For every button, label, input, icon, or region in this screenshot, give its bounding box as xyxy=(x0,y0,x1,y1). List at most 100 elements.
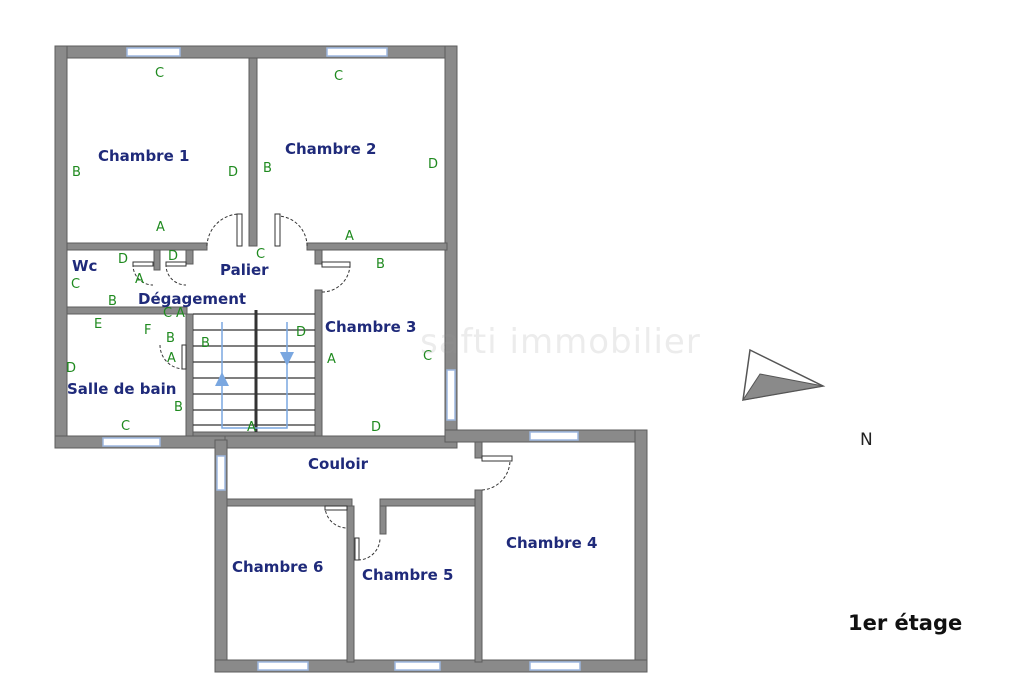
door-leaf xyxy=(181,344,187,370)
room-label-salle-de-bain: Salle de bain xyxy=(67,380,176,398)
doors xyxy=(132,213,511,561)
wall-lower-right xyxy=(634,429,648,673)
wall-below-ch1 xyxy=(66,242,208,251)
window-ch3 xyxy=(446,369,456,421)
wall-letter: A xyxy=(167,351,176,366)
door-swing-icon xyxy=(132,263,154,286)
window-ch2 xyxy=(326,47,388,57)
wall-letter: A xyxy=(327,352,336,367)
door-leaf xyxy=(274,213,281,247)
door-swing-icon xyxy=(357,537,381,561)
wall-letter: C xyxy=(334,69,343,84)
wall-letter: E xyxy=(94,317,102,332)
wall-letter: A xyxy=(345,229,354,244)
wall-wc-right xyxy=(153,249,161,271)
door-swing-icon xyxy=(481,459,511,491)
wall-letter: A xyxy=(156,220,165,235)
wall-letter: B xyxy=(72,165,81,180)
door-leaves xyxy=(132,213,513,561)
floor-label: 1er étage xyxy=(848,611,963,635)
door-swing-icon xyxy=(324,505,348,529)
wall-letter: C xyxy=(121,419,130,434)
wall-letter: A xyxy=(135,272,144,287)
stair-arrows xyxy=(221,322,288,429)
stair-arrow-up-icon xyxy=(215,372,229,386)
door-leaf xyxy=(354,537,360,561)
wall-lower-top-mid xyxy=(224,435,458,449)
window-ch4-bottom xyxy=(529,661,581,671)
wall-letter: B xyxy=(166,331,175,346)
wall-letter: D xyxy=(371,420,381,435)
door-leaf xyxy=(321,261,351,268)
wall-letter: B xyxy=(263,161,272,176)
door-leaf xyxy=(236,213,243,247)
wall-wc-bottom xyxy=(66,306,188,315)
wall-ch3-left xyxy=(314,289,323,437)
wall-letter: C xyxy=(155,66,164,81)
wall-letter: D xyxy=(428,157,438,172)
wall-ch4-left xyxy=(474,489,483,663)
wall-ch5-door-stub xyxy=(379,505,387,535)
wall-couloir-bottom-b xyxy=(379,498,478,507)
door-swing-icon xyxy=(206,213,241,247)
wall-letter: C xyxy=(163,306,172,321)
door-leaf xyxy=(132,261,154,267)
room-label-palier: Palier xyxy=(220,261,269,279)
wall-letter: B xyxy=(174,400,183,415)
wall-letters: C C B D B D A A C D D B C A B C A E F B … xyxy=(66,66,438,435)
wall-letter: A xyxy=(247,420,256,435)
door-swing-icon xyxy=(276,215,308,247)
wall-ch6-ch5 xyxy=(346,505,355,663)
room-labels: Chambre 1 Chambre 2 Palier Wc Dégagement… xyxy=(67,140,597,584)
room-label-chambre-5: Chambre 5 xyxy=(362,566,453,584)
room-label-chambre-2: Chambre 2 xyxy=(285,140,376,158)
wall-letter: D xyxy=(296,325,306,340)
window-sdb xyxy=(102,437,161,447)
window-ch4 xyxy=(529,431,579,441)
watermark: safti immobilier xyxy=(420,322,701,362)
wall-letter: D xyxy=(228,165,238,180)
room-label-chambre-4: Chambre 4 xyxy=(506,534,597,552)
staircase xyxy=(193,310,315,432)
wall-palier-left-stub xyxy=(185,249,194,265)
wall-outer-top xyxy=(54,45,458,59)
room-label-chambre-1: Chambre 1 xyxy=(98,147,189,165)
window-couloir xyxy=(216,455,226,491)
wall-palier-right-stub xyxy=(314,249,323,265)
window-ch6 xyxy=(257,661,309,671)
room-label-chambre-6: Chambre 6 xyxy=(232,558,323,576)
wall-letter: C xyxy=(71,277,80,292)
door-swing-icon xyxy=(165,263,187,286)
door-swing-icon xyxy=(321,263,351,293)
wall-outer-left xyxy=(54,45,68,449)
door-leaf xyxy=(481,455,513,462)
door-leaf xyxy=(324,505,348,511)
window-ch1 xyxy=(126,47,181,57)
door-leaf xyxy=(165,261,187,267)
wall-letter: D xyxy=(66,361,76,376)
north-label: N xyxy=(860,430,873,450)
window-ch5 xyxy=(394,661,441,671)
room-label-degagement: Dégagement xyxy=(138,290,246,308)
wall-letter: B xyxy=(376,257,385,272)
wall-sdb-right xyxy=(185,313,194,437)
wall-ch1-ch2 xyxy=(248,57,258,247)
wall-couloir-right xyxy=(474,441,483,459)
room-label-chambre-3: Chambre 3 xyxy=(325,318,416,336)
stair-arrow-down-icon xyxy=(280,352,294,366)
wall-letter: D xyxy=(118,252,128,267)
north-arrow-icon xyxy=(741,348,826,401)
room-label-couloir: Couloir xyxy=(308,455,369,473)
wall-letter: B xyxy=(201,336,210,351)
wall-letter: F xyxy=(144,323,151,338)
wall-letter: A xyxy=(176,306,185,321)
wall-letter: D xyxy=(168,249,178,264)
windows xyxy=(102,47,581,671)
room-label-wc: Wc xyxy=(72,257,97,275)
wall-below-ch2 xyxy=(306,242,448,251)
wall-couloir-bottom-a xyxy=(226,498,353,507)
wall-letter: C xyxy=(256,247,265,262)
wall-letter: C xyxy=(423,349,432,364)
wall-letter: B xyxy=(108,294,117,309)
